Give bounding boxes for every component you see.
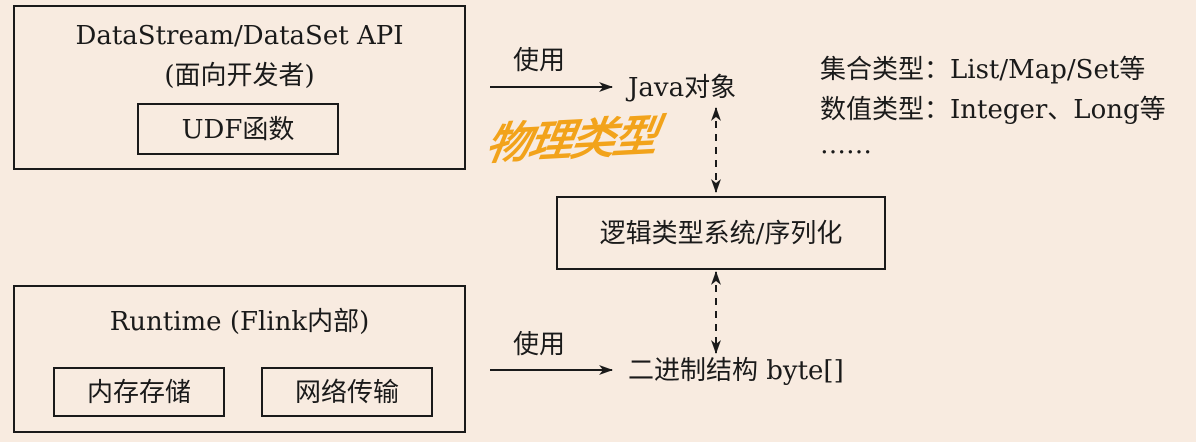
memory-storage-label: 内存存储: [86, 378, 191, 408]
use-label-top: 使用: [513, 46, 566, 76]
numeric-types-note: 数值类型：Integer、Long等: [820, 95, 1166, 125]
udf-box: UDF函数: [137, 103, 339, 155]
type-system-box: 逻辑类型系统/序列化: [556, 196, 886, 270]
memory-storage-box: 内存存储: [53, 367, 225, 417]
network-transfer-label: 网络传输: [294, 378, 399, 408]
java-objects-label: Java对象: [628, 73, 737, 103]
runtime-title: Runtime (Flink内部): [109, 307, 370, 337]
type-system-label: 逻辑类型系统/序列化: [599, 219, 843, 249]
network-transfer-box: 网络传输: [261, 367, 433, 417]
api-title: DataStream/DataSet API: [75, 21, 404, 51]
ellipsis-note: ……: [820, 130, 872, 160]
api-subtitle: (面向开发者): [164, 61, 315, 91]
binary-structure-label: 二进制结构 byte[]: [628, 356, 844, 386]
runtime-box: Runtime (Flink内部) 内存存储 网络传输: [13, 285, 466, 433]
api-box: DataStream/DataSet API (面向开发者) UDF函数: [13, 5, 466, 170]
use-label-bottom: 使用: [513, 330, 566, 360]
handwritten-physical-type: 物理类型: [482, 110, 661, 171]
udf-label: UDF函数: [181, 115, 295, 145]
collection-types-note: 集合类型：List/Map/Set等: [820, 55, 1146, 85]
